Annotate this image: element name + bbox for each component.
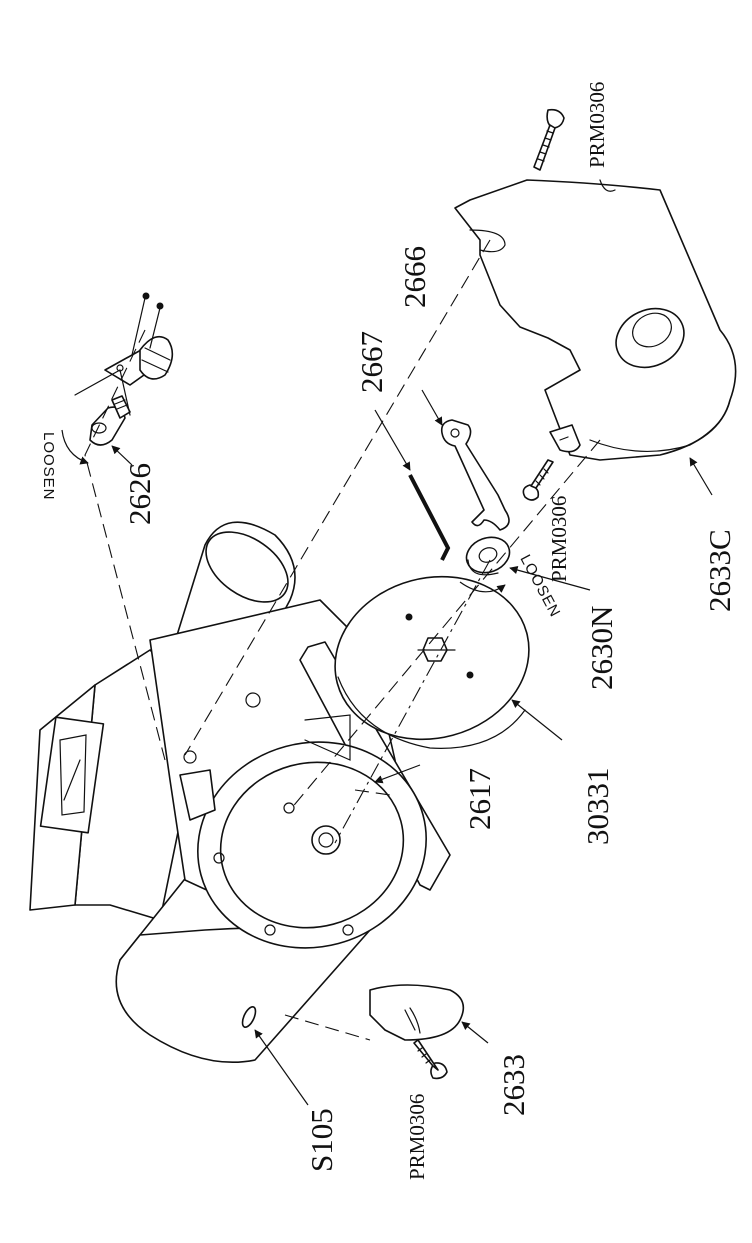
- brush-holder-2626: [75, 293, 172, 445]
- hex-key-2667: [410, 475, 448, 560]
- screw-prm0306-mid: [523, 460, 553, 500]
- loosen-arrow-2626: [62, 430, 88, 463]
- label-loosen-2626: LOOSEN: [40, 432, 57, 501]
- flange-nut-2630n: [462, 532, 515, 579]
- label-2633c: 2633C: [702, 529, 737, 612]
- label-2633: 2633: [496, 1054, 531, 1116]
- guard-2633: [370, 985, 463, 1040]
- label-30331: 30331: [580, 768, 615, 846]
- guard-cover-2633c: [455, 180, 736, 460]
- label-prm0306-mid: PRM0306: [547, 496, 571, 582]
- label-2617: 2617: [462, 768, 497, 830]
- screw-prm0306-bottom: [414, 1040, 447, 1078]
- wrench-2666: [442, 420, 509, 530]
- label-2667: 2667: [354, 331, 389, 393]
- label-2626: 2626: [122, 463, 157, 525]
- label-2630n: 2630N: [584, 606, 619, 690]
- label-s105: S105: [304, 1108, 339, 1172]
- label-prm0306-top: PRM0306: [585, 82, 609, 168]
- screw-prm0306-top: [534, 110, 564, 170]
- label-prm0306-bottom: PRM0306: [405, 1094, 429, 1180]
- label-2666: 2666: [397, 246, 432, 308]
